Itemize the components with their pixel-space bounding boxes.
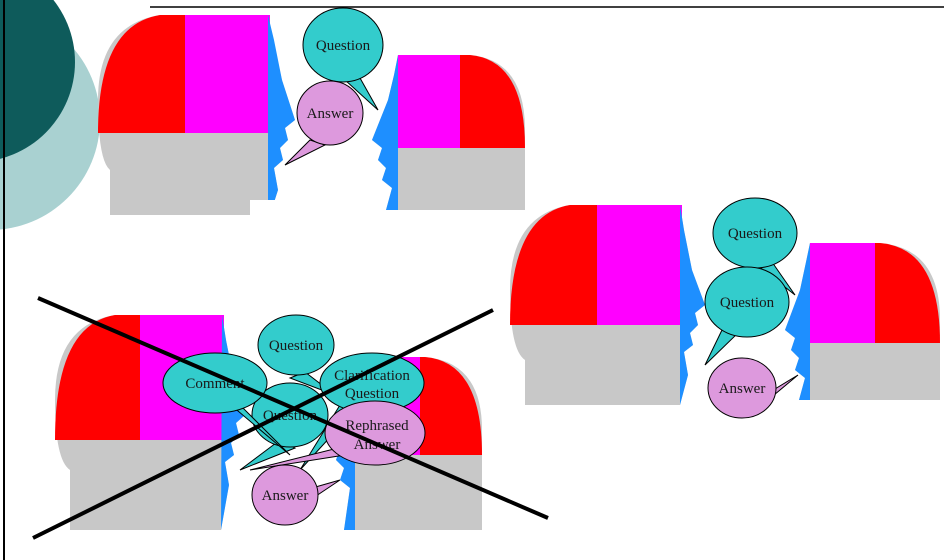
head-right <box>372 55 525 210</box>
answer-label: Answer <box>719 381 766 397</box>
head-left <box>510 205 705 405</box>
answer-label: Answer <box>307 106 354 122</box>
scene-top: Question Answer <box>98 7 525 218</box>
question-label-1: Question <box>728 226 783 242</box>
speech-bubble-question: Question <box>302 7 384 111</box>
head-right <box>785 243 940 400</box>
question-label: Question <box>316 38 371 54</box>
head-left <box>98 15 300 218</box>
frame-arc-dark <box>0 0 75 159</box>
answer-label: Answer <box>262 488 309 504</box>
question-label-2: Question <box>720 295 775 311</box>
speech-bubble-answer: Answer <box>251 464 341 526</box>
scene-right: Question Question Answer <box>510 197 940 419</box>
speech-bubble-answer: Answer <box>284 80 364 166</box>
speech-bubble-question-1: Question <box>712 197 798 296</box>
speech-bubble-question-2: Question <box>704 266 790 366</box>
question-label: Question <box>269 338 324 354</box>
speech-bubble-answer: Answer <box>707 357 799 419</box>
cross-line-2 <box>32 308 494 540</box>
clarification-label-line2: Question <box>345 386 400 402</box>
rephrased-label-line1: Rephrased <box>345 418 409 434</box>
scene-crossed: Question Question Comment Clarification … <box>32 296 549 540</box>
